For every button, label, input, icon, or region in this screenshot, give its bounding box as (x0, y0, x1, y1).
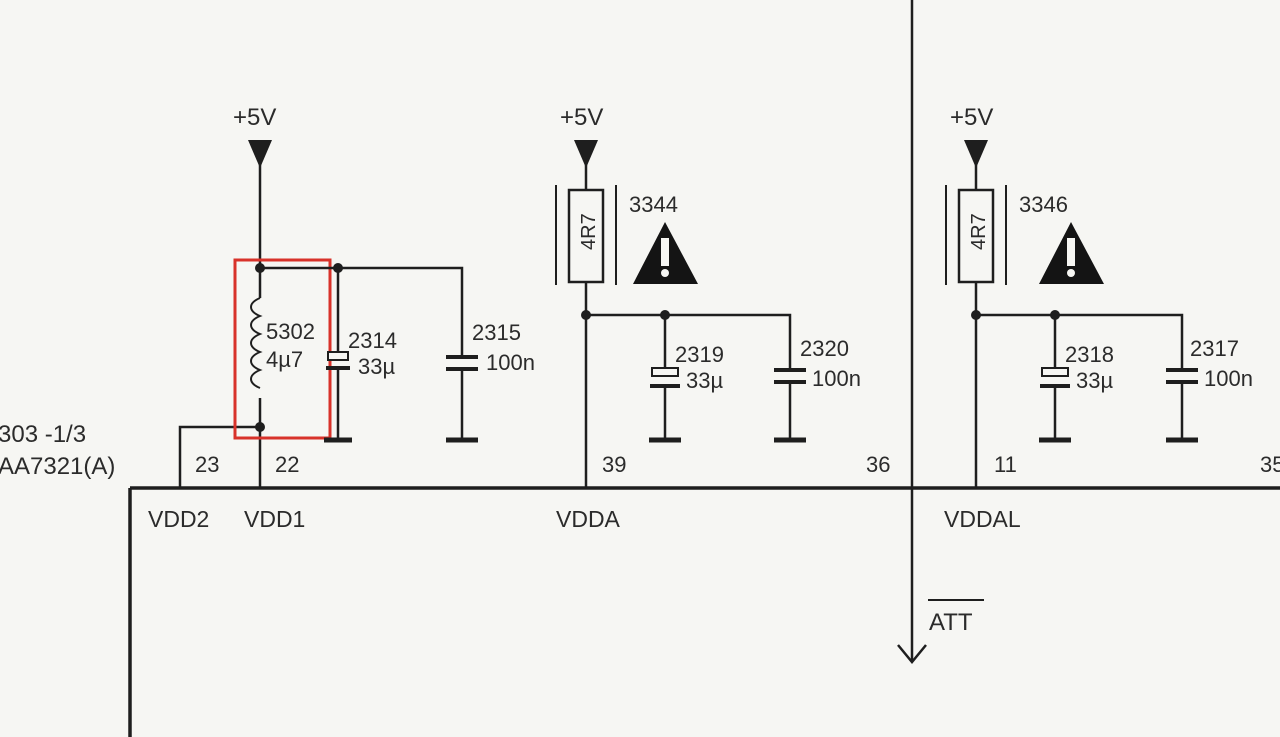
rail-top-1 (260, 266, 464, 355)
cap-2317-ref: 2317 (1190, 336, 1239, 361)
pin-36: 36 (866, 452, 890, 477)
pin-39: 39 (602, 452, 626, 477)
supply-arrow-icon (574, 140, 598, 168)
capacitor-2315 (446, 355, 478, 443)
att-arrow-icon (897, 644, 927, 664)
highlight-box (233, 258, 332, 440)
warning-triangle-icon (1039, 222, 1104, 284)
ic-body (128, 486, 1280, 737)
pin-name-vdda: VDDA (556, 506, 621, 532)
junction-dot (255, 422, 265, 432)
att-label: ATT (929, 609, 973, 636)
pin-35: 35 (1260, 452, 1280, 477)
resistor-3346: 4R7 (945, 185, 1007, 285)
ic-ref-label: 303 -1/3 (0, 421, 86, 448)
resistor-3344: 4R7 (555, 185, 617, 285)
capacitor-2320 (774, 368, 806, 443)
cap-2319-value: 33µ (686, 368, 723, 393)
warning-triangle-icon (633, 222, 698, 284)
vdd2-wire (178, 425, 260, 488)
inductor-5302 (250, 297, 264, 398)
supply-arrow-icon (248, 140, 272, 168)
capacitor-2318 (1039, 315, 1071, 443)
junction-dot (971, 310, 981, 320)
pin-name-vdd2: VDD2 (148, 506, 209, 532)
capacitor-2317 (1166, 368, 1198, 443)
resistor-3346-ref: 3346 (1019, 192, 1068, 217)
junction-dot (581, 310, 591, 320)
pin-11: 11 (994, 452, 1017, 477)
cap-2320-value: 100n (812, 366, 861, 391)
resistor-3344-value: 4R7 (578, 213, 600, 250)
cap-2318-ref: 2318 (1065, 342, 1114, 367)
cap-2318-value: 33µ (1076, 368, 1113, 393)
cap-2315-ref: 2315 (472, 320, 521, 345)
inductor-value: 4µ7 (266, 347, 303, 372)
inductor-ref: 5302 (266, 319, 315, 344)
rail-top-3 (976, 313, 1184, 368)
ic-part-label: AA7321(A) (0, 453, 115, 480)
cap-2317-value: 100n (1204, 366, 1253, 391)
supply-label-1: +5V (233, 104, 276, 131)
capacitor-2319 (649, 315, 681, 443)
cap-2314-ref: 2314 (348, 328, 397, 353)
resistor-3344-ref: 3344 (629, 192, 678, 217)
rail-top-2 (586, 313, 792, 368)
resistor-3346-value: 4R7 (968, 213, 990, 250)
supply-label-2: +5V (560, 104, 603, 131)
supply-arrow-icon (964, 140, 988, 168)
cap-2315-value: 100n (486, 350, 535, 375)
capacitor-2314 (324, 268, 352, 443)
pin-name-vdd1: VDD1 (244, 506, 305, 532)
cap-2320-ref: 2320 (800, 336, 849, 361)
pin-name-vddal: VDDAL (944, 506, 1021, 532)
pin-22: 22 (275, 452, 299, 477)
cap-2314-value: 33µ (358, 354, 395, 379)
supply-label-3: +5V (950, 104, 993, 131)
cap-2319-ref: 2319 (675, 342, 724, 367)
pin-23: 23 (195, 452, 219, 477)
